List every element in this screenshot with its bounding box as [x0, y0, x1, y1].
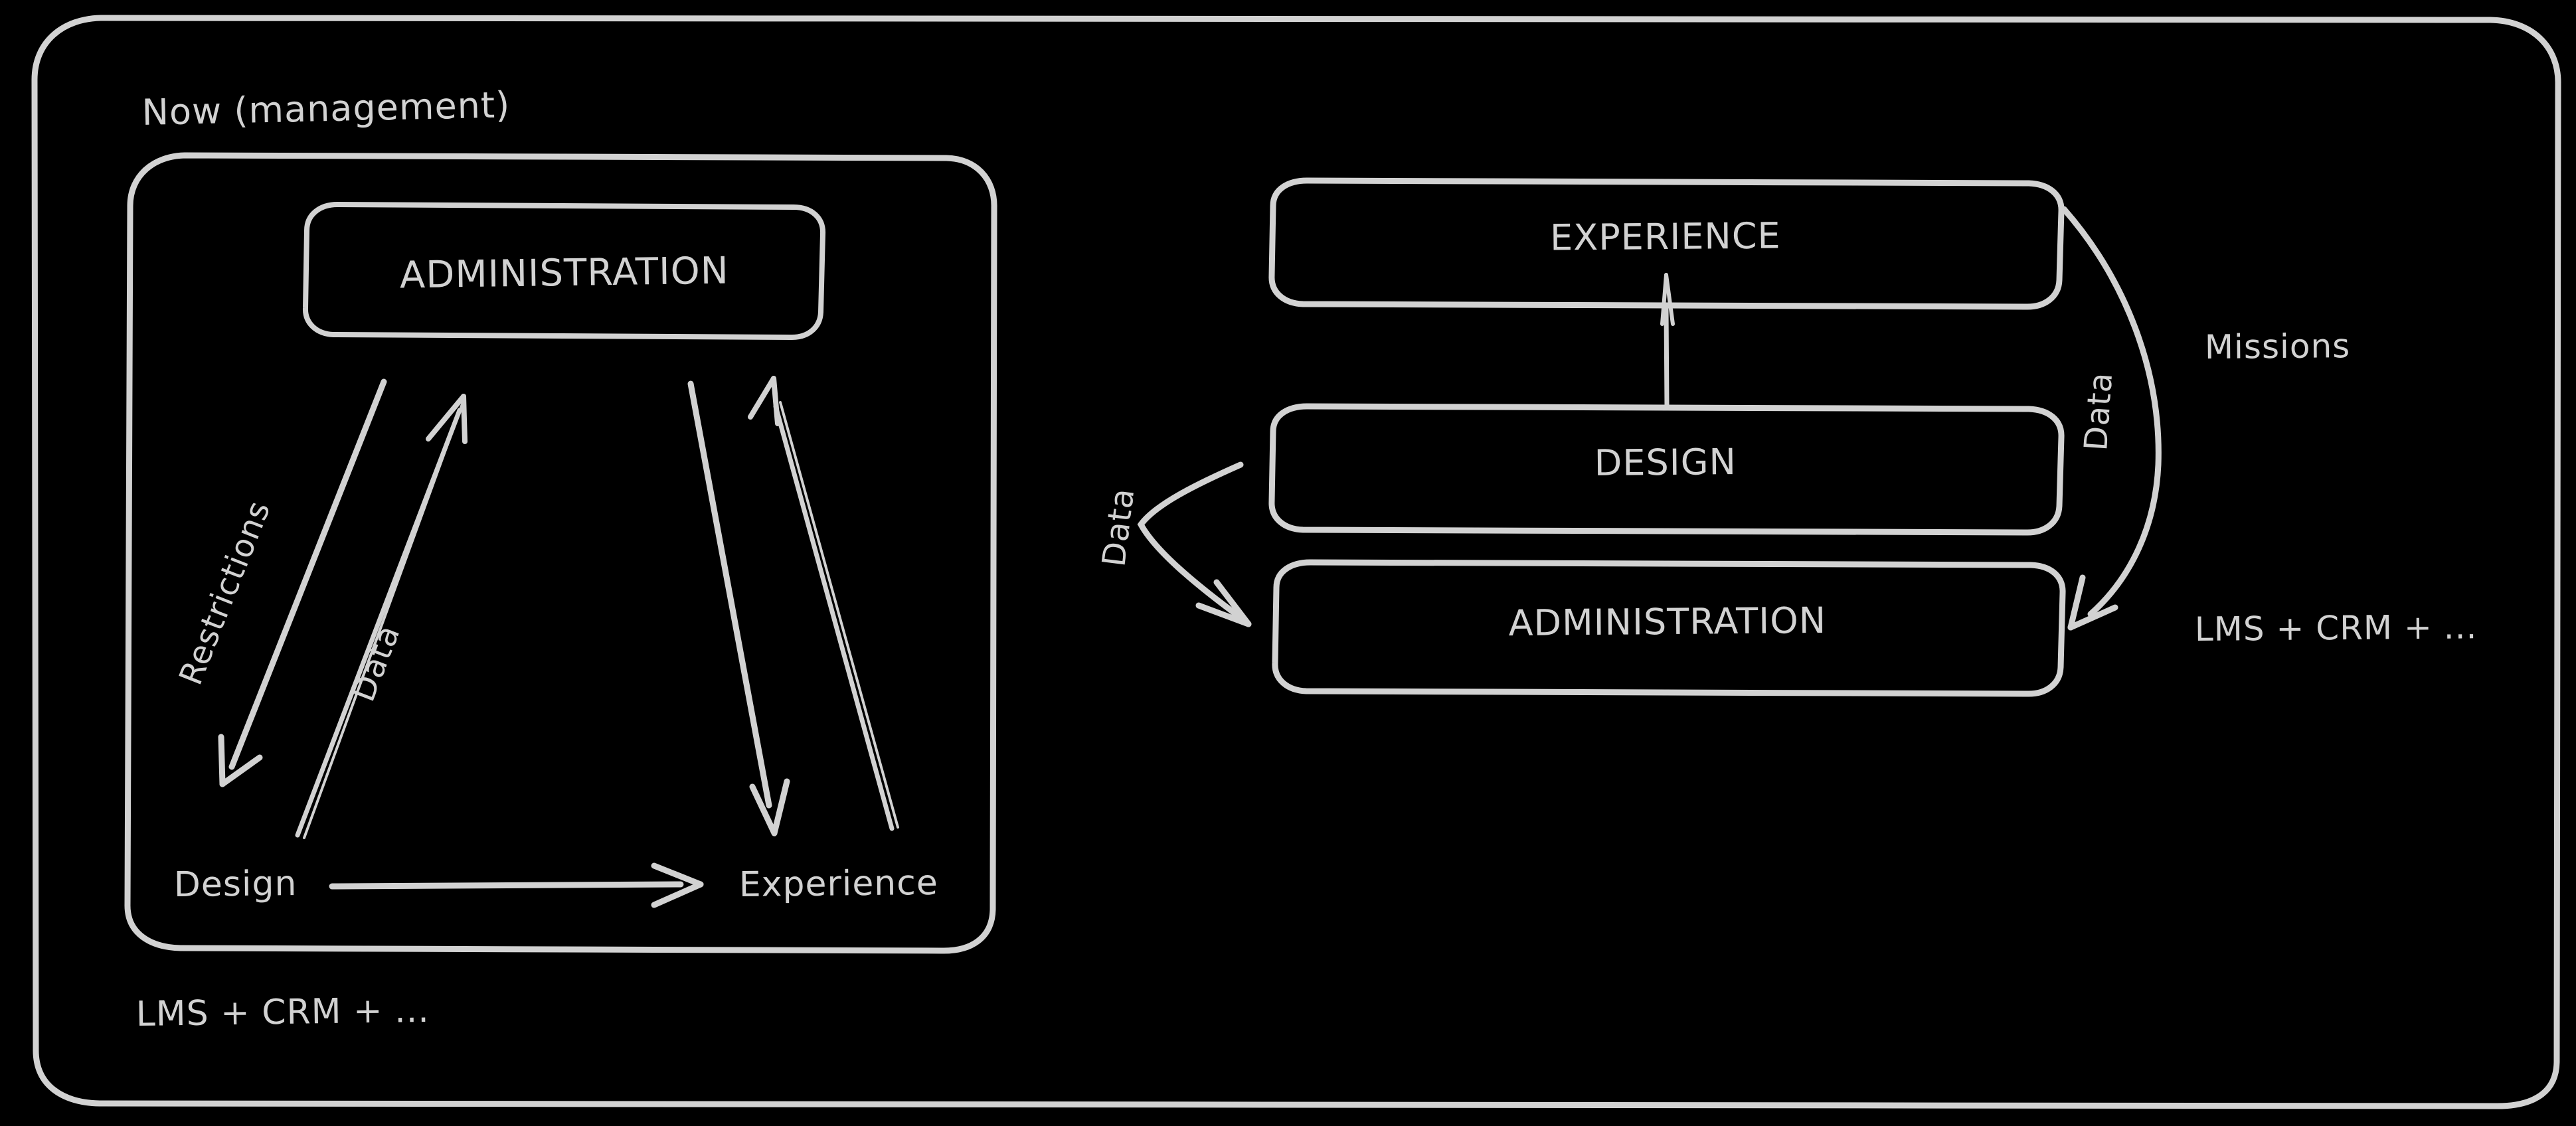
- edge-label-data-right-outer: Data: [2077, 371, 2120, 452]
- panel-container-now-management: [124, 152, 997, 954]
- panel-proposed: EXPERIENCE DESIGN ADMINISTRATION: [1095, 177, 2478, 697]
- annotation-missions: Missions: [2205, 327, 2351, 366]
- edge-label-data-right-inner: Data: [1095, 486, 1142, 569]
- node-label-experience-left: Experience: [739, 863, 939, 905]
- edge-data-right-outer: Data: [2061, 206, 2162, 631]
- node-label-administration-right: ADMINISTRATION: [1508, 600, 1826, 644]
- node-box: [1268, 403, 2065, 536]
- node-administration-left[interactable]: ADMINISTRATION: [303, 202, 825, 341]
- node-label-design-right: DESIGN: [1594, 441, 1737, 484]
- node-administration-right[interactable]: ADMINISTRATION: [1272, 559, 2066, 697]
- node-box: [1272, 559, 2066, 697]
- node-label-administration-left: ADMINISTRATION: [399, 250, 729, 297]
- edge-experience-to-admin: [748, 376, 899, 831]
- edge-label-restrictions: Restrictions: [172, 495, 278, 690]
- edge-data-left: Data: [295, 394, 468, 839]
- edge-data-right-inner: Data: [1095, 461, 1252, 627]
- node-label-experience-right: EXPERIENCE: [1550, 214, 1781, 258]
- edge-admin-to-experience: [687, 380, 790, 837]
- node-label-design-left: Design: [174, 864, 298, 905]
- footnote-lms-crm-left: LMS + CRM + ...: [135, 991, 430, 1034]
- annotation-lms-crm-right: LMS + CRM + ...: [2195, 607, 2478, 649]
- node-experience-right[interactable]: EXPERIENCE: [1268, 177, 2065, 310]
- node-design-right[interactable]: DESIGN: [1268, 403, 2065, 536]
- edge-restrictions: Restrictions: [172, 378, 387, 787]
- panel-now-management: Now (management) ADMINISTRATION Restrict…: [124, 84, 997, 1034]
- node-box: [303, 202, 825, 341]
- panel-caption-now-management: Now (management): [141, 84, 511, 133]
- edge-label-data-left: Data: [345, 620, 408, 707]
- node-box: [1268, 177, 2065, 310]
- edge-design-to-experience: [329, 862, 704, 908]
- outer-frame: [31, 15, 2561, 1109]
- edge-design-to-experience-right: [1660, 273, 1675, 409]
